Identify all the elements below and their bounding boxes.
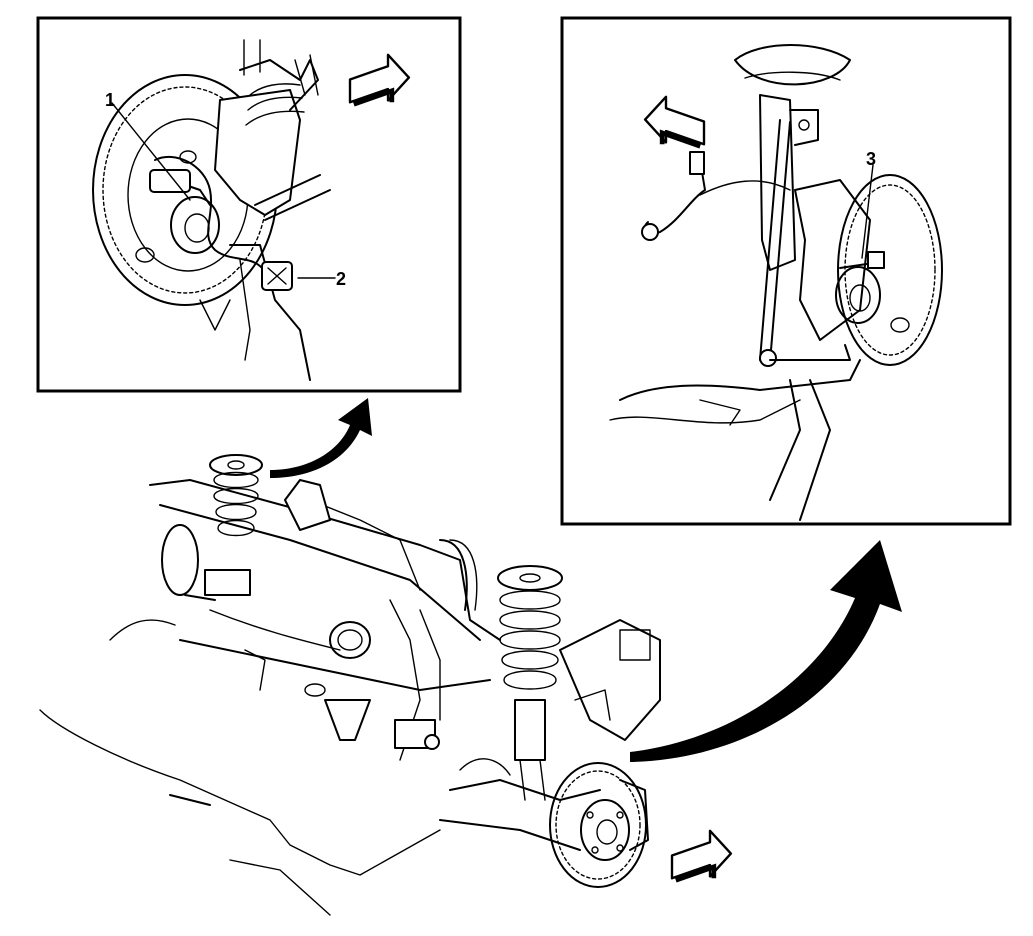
zoom-arrow-right-icon [630,540,902,762]
direction-arrow-icon [672,831,731,880]
callout-1: 1 [105,90,115,110]
chassis-illustration [39,454,661,916]
zoom-arrow-left-icon [270,398,372,478]
callout-2: 2 [336,269,346,289]
callout-3: 3 [866,149,876,169]
inset-left-detail [36,16,462,393]
inset-right-detail [560,16,1012,526]
